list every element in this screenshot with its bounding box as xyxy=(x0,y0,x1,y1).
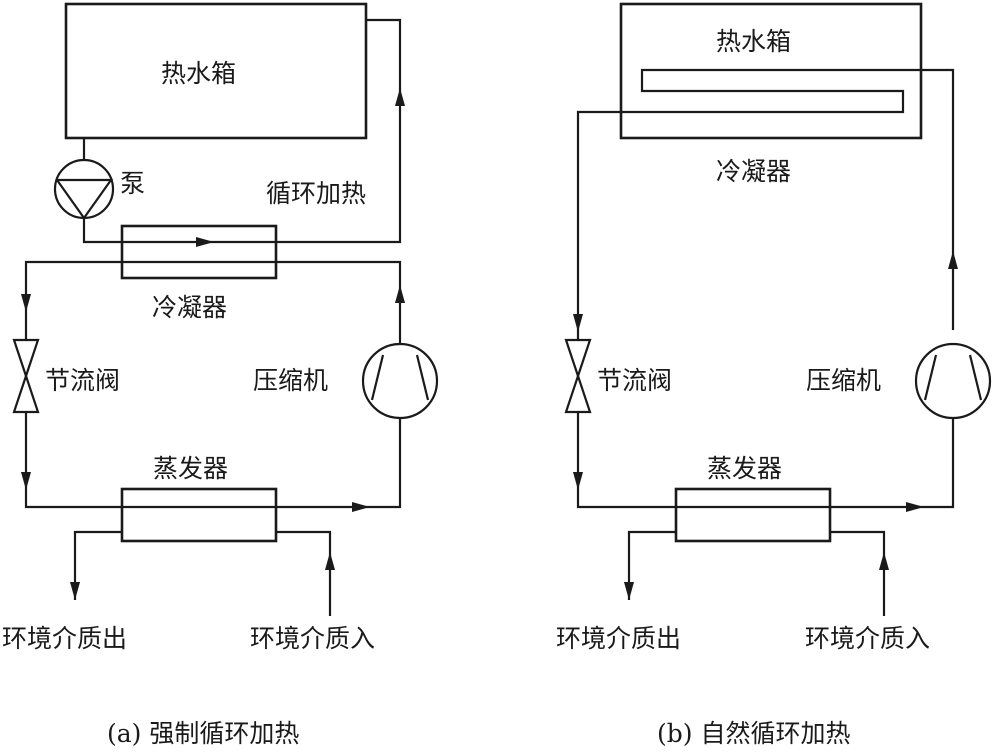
pump-label: 泵 xyxy=(120,169,145,198)
flow-arrow-down-a2 xyxy=(21,472,31,490)
compressor-b-icon xyxy=(914,342,992,420)
throttle-valve-b-icon xyxy=(564,338,592,414)
throttle-valve-a-icon xyxy=(12,338,40,414)
medium-out-arrow-b xyxy=(624,582,634,600)
flow-arrow-up-a1 xyxy=(395,88,405,106)
pump-to-condenser-pipe-a xyxy=(82,218,122,244)
medium-out-a-label: 环境介质出 xyxy=(2,624,127,653)
caption-b: (b) 自然循环加热 xyxy=(657,719,850,748)
condenser-a-label: 冷凝器 xyxy=(152,293,227,322)
heating-return-pipe-a xyxy=(276,18,402,244)
flow-arrow-right-a2 xyxy=(352,502,370,512)
evaporator-a-label: 蒸发器 xyxy=(153,454,228,483)
throttle-valve-a-label: 节流阀 xyxy=(45,366,120,395)
evaporator-to-compressor-pipe-a xyxy=(276,418,402,509)
medium-out-pipe-a xyxy=(73,530,122,600)
evaporator-b-label: 蒸发器 xyxy=(707,454,782,483)
flow-arrow-down-b2 xyxy=(573,472,583,490)
medium-in-pipe-a xyxy=(276,530,332,616)
medium-in-pipe-b xyxy=(830,530,886,616)
medium-out-pipe-b xyxy=(627,530,676,600)
valve-to-evaporator-pipe-a xyxy=(24,412,122,509)
flow-arrow-down-a1 xyxy=(21,294,31,312)
compressor-a-label: 压缩机 xyxy=(253,366,328,395)
evaporator-a xyxy=(120,487,278,543)
medium-in-a-label: 环境介质入 xyxy=(250,624,375,653)
diagram-b: 热水箱 冷凝器 节流阀 蒸发器 压缩机 环境介质出 xyxy=(556,2,992,748)
throttle-valve-b-label: 节流阀 xyxy=(597,366,672,395)
flow-arrow-right-b1 xyxy=(906,502,924,512)
compressor-b-label: 压缩机 xyxy=(806,366,881,395)
compressor-a-icon xyxy=(361,342,439,420)
flow-arrow-up-a2 xyxy=(395,285,405,303)
medium-in-b-label: 环境介质入 xyxy=(805,624,930,653)
evaporator-b xyxy=(674,487,832,543)
medium-in-arrow-b xyxy=(879,552,889,570)
hot-water-tank-a-label: 热水箱 xyxy=(161,59,236,88)
flow-arrow-right-a1 xyxy=(196,237,214,247)
flow-arrow-up-b1 xyxy=(948,251,958,269)
caption-a: (a) 强制循环加热 xyxy=(107,719,299,748)
condenser-a xyxy=(120,224,278,280)
medium-in-arrow-a xyxy=(325,552,335,570)
condenser-to-valve-pipe-a xyxy=(24,260,122,340)
valve-to-evaporator-pipe-b xyxy=(576,412,676,509)
compressor-to-condenser-pipe-a xyxy=(276,260,402,344)
medium-out-b-label: 环境介质出 xyxy=(556,624,681,653)
evaporator-to-compressor-pipe-b xyxy=(830,418,955,509)
loop-heating-label: 循环加热 xyxy=(266,179,366,208)
flow-arrow-down-b1 xyxy=(573,314,583,332)
hot-water-tank-b-label: 热水箱 xyxy=(716,27,791,56)
hot-water-tank-a xyxy=(64,2,368,140)
condenser-b-label: 冷凝器 xyxy=(716,157,791,186)
medium-out-arrow-a xyxy=(70,582,80,600)
coil-condenser-b xyxy=(576,68,955,340)
pump-icon xyxy=(53,158,115,220)
diagram-a: 热水箱 泵 循环加热 冷凝器 节流阀 蒸发器 xyxy=(2,2,439,748)
